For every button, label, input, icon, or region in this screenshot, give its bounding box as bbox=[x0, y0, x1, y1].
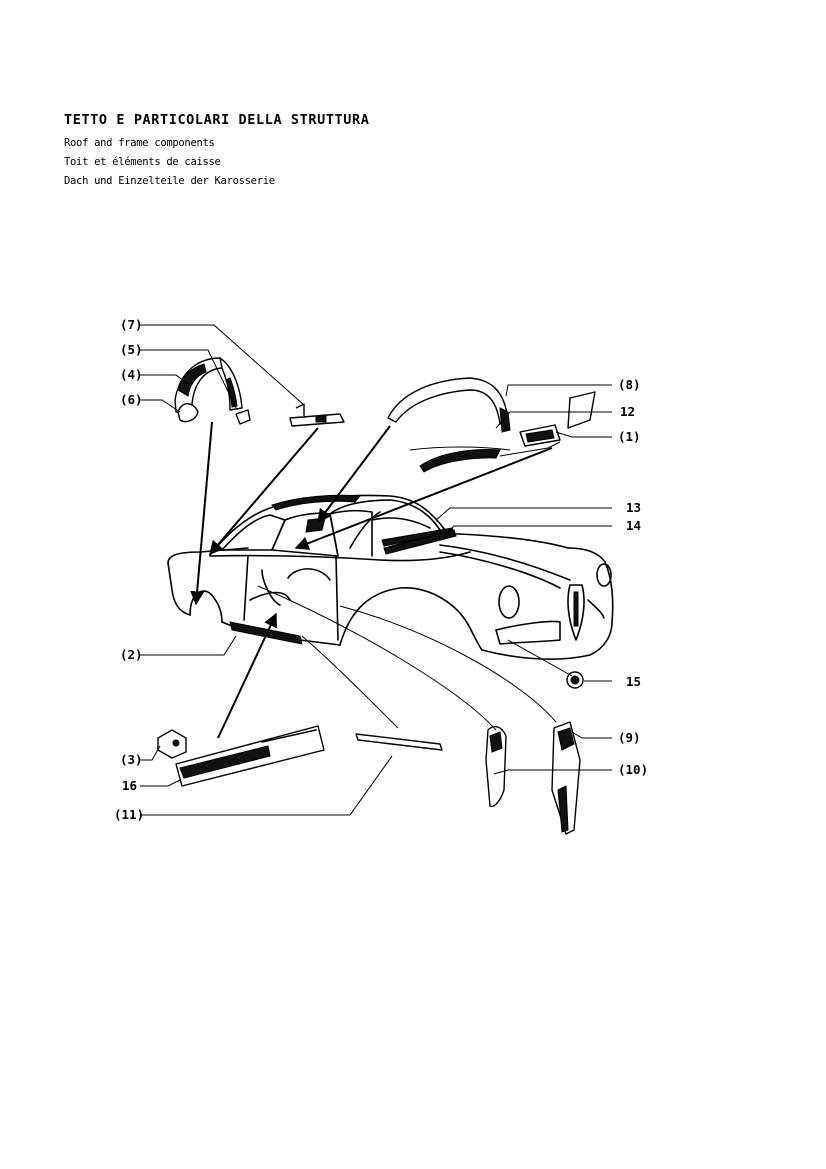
subtitle-english: Roof and frame components bbox=[64, 137, 215, 149]
part-small-bracket bbox=[157, 729, 187, 759]
part-a-pillar-right bbox=[551, 721, 581, 835]
subtitle-french: Toit et éléments de caisse bbox=[64, 156, 221, 168]
callout-2: (2) bbox=[120, 647, 143, 662]
callout-7: (7) bbox=[120, 317, 143, 332]
callout-11: (11) bbox=[114, 807, 144, 822]
callout-16: 16 bbox=[122, 778, 137, 793]
callout-15: 15 bbox=[626, 674, 641, 689]
leader-lines bbox=[140, 324, 612, 816]
callout-3: (3) bbox=[120, 752, 143, 767]
car-body-shell bbox=[167, 494, 614, 660]
part-pillar-brackets bbox=[519, 391, 596, 447]
callout-14: 14 bbox=[626, 518, 641, 533]
part-roof-arc bbox=[387, 377, 511, 433]
part-rear-wheel-arch-panel bbox=[174, 357, 251, 425]
callout-8: (8) bbox=[618, 377, 641, 392]
part-a-pillar-left bbox=[485, 725, 507, 808]
page-title: TETTO E PARTICOLARI DELLA STRUTTURA bbox=[64, 112, 370, 128]
callout-6: (6) bbox=[120, 392, 143, 407]
callout-10: (10) bbox=[618, 762, 648, 777]
part-sill-strip bbox=[355, 733, 443, 751]
callout-9: (9) bbox=[618, 730, 641, 745]
callout-12: 12 bbox=[620, 404, 635, 419]
callout-4: (4) bbox=[120, 367, 143, 382]
part-roof-bracket bbox=[289, 403, 345, 427]
callout-13: 13 bbox=[626, 500, 641, 515]
subtitle-german: Dach und Einzelteile der Karosserie bbox=[64, 175, 275, 187]
callout-5: (5) bbox=[120, 342, 143, 357]
part-drip-moulding bbox=[383, 529, 457, 555]
callout-1: (1) bbox=[618, 429, 641, 444]
part-window-header bbox=[419, 449, 501, 473]
page-header: TETTO E PARTICOLARI DELLA STRUTTURA Roof… bbox=[64, 112, 369, 191]
part-sill-panel bbox=[175, 725, 325, 787]
